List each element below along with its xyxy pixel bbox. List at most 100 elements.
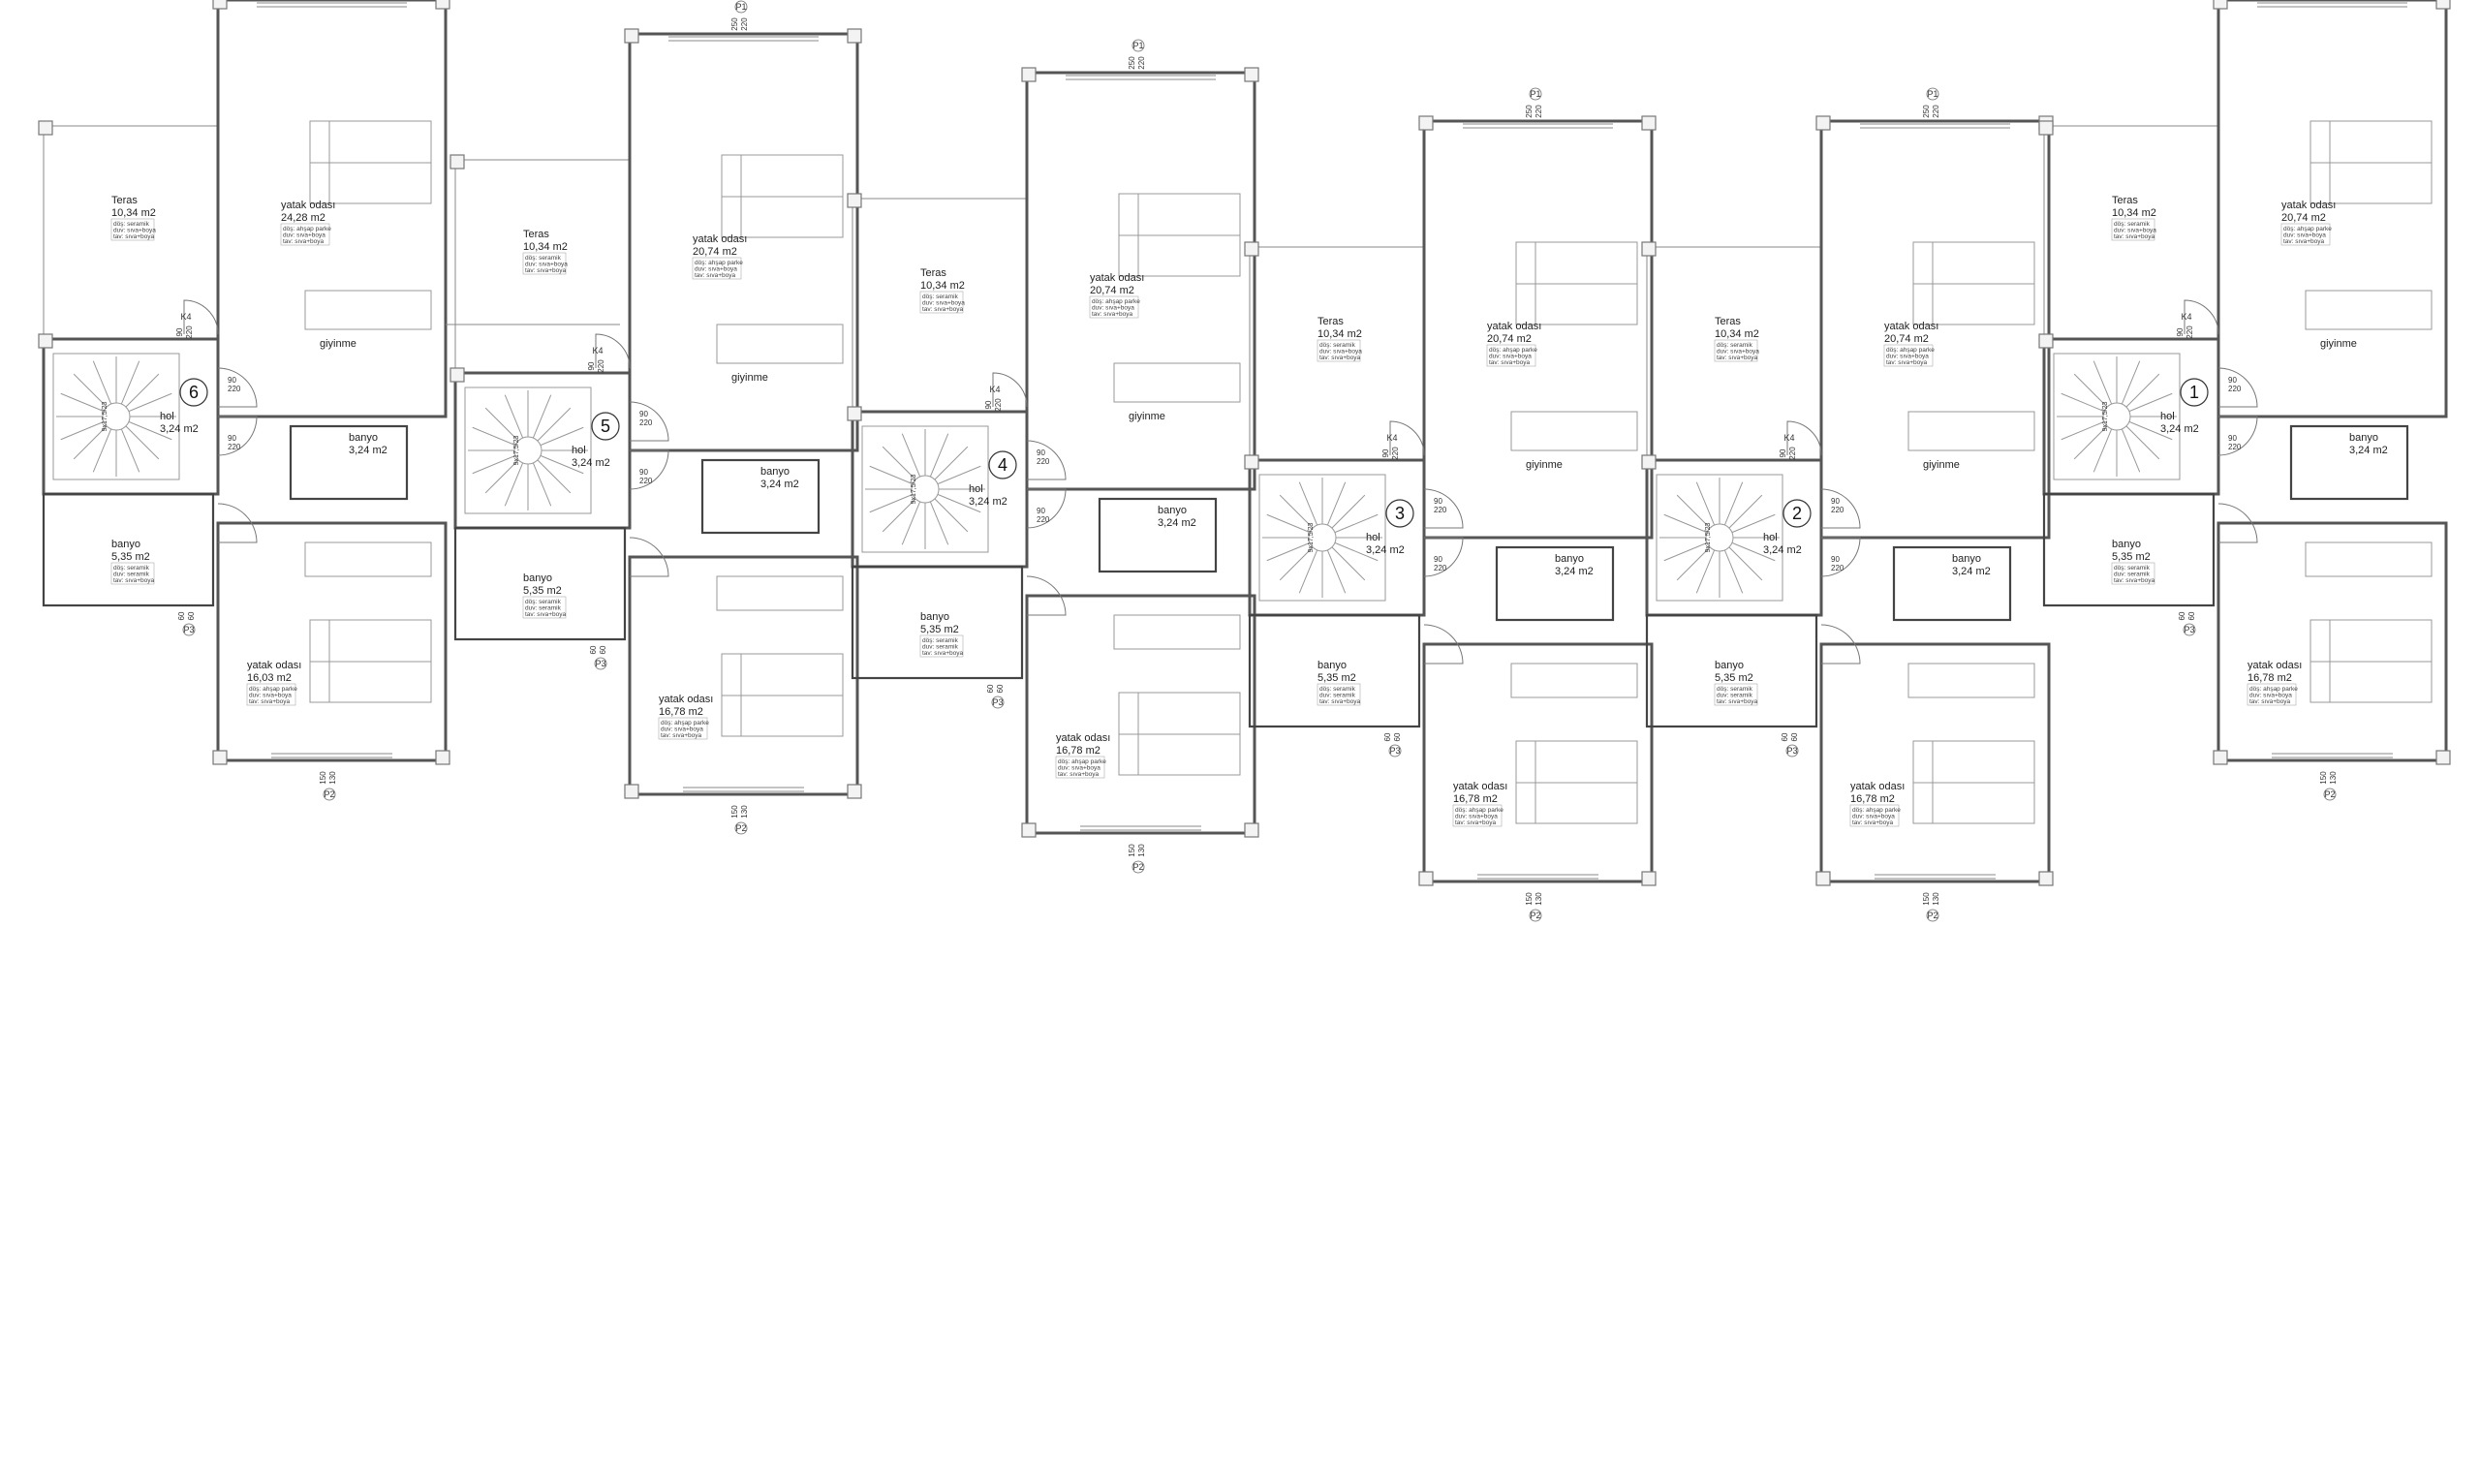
hol-area: 3,24 m2 bbox=[2160, 423, 2199, 435]
banyo-finish: duv: seramik bbox=[922, 644, 959, 651]
giyinme-label: giyinme bbox=[2320, 338, 2357, 350]
yatak-bottom-finish-box bbox=[2247, 683, 2297, 706]
teras-label: Teras bbox=[111, 195, 138, 206]
p3-dim-w: 60 bbox=[589, 645, 598, 654]
wardrobe-bottom bbox=[304, 541, 432, 577]
door2-dim-h: 220 bbox=[228, 443, 241, 451]
unit-number-circle bbox=[2180, 378, 2209, 407]
door-hol-top bbox=[217, 367, 258, 408]
giyinme-label: giyinme bbox=[1129, 411, 1165, 422]
p1-tag-circle bbox=[1529, 87, 1542, 101]
stair-tread bbox=[2073, 425, 2108, 460]
yatak-bottom-wall bbox=[628, 555, 859, 796]
yatak-bottom-wall bbox=[216, 521, 448, 762]
column bbox=[1244, 454, 1259, 470]
p3-tag-circle bbox=[2183, 623, 2196, 636]
teras-finish-box bbox=[1317, 339, 1361, 362]
stair-tread bbox=[1731, 513, 1776, 534]
yatak-top-label: yatak odası bbox=[693, 233, 747, 245]
column bbox=[450, 367, 465, 383]
teras-finish: tav: sıva+boya bbox=[113, 233, 154, 240]
p2-dim-h: 130 bbox=[2329, 771, 2338, 785]
stair-tread bbox=[125, 373, 160, 408]
stair-tread bbox=[2128, 392, 2173, 413]
yatak-bottom-finish: duv: sıva+boya bbox=[2249, 693, 2292, 699]
stair-tread bbox=[869, 465, 914, 485]
yatak-top-finish-box bbox=[1486, 344, 1536, 367]
k4-dim-h: 220 bbox=[994, 398, 1003, 412]
door2-dim-h: 220 bbox=[639, 477, 653, 485]
k4-dim-h: 220 bbox=[2186, 325, 2194, 339]
column bbox=[1815, 115, 1831, 131]
stair-label: 9x17,5/23 bbox=[102, 402, 108, 432]
p1-dim-h: 220 bbox=[740, 17, 749, 31]
banyo-large-label: banyo bbox=[523, 572, 552, 584]
teras-area: 10,34 m2 bbox=[111, 207, 156, 219]
p2-dim-w: 150 bbox=[1922, 892, 1931, 906]
unit-number: 2 bbox=[1792, 504, 1802, 523]
yatak-bottom-finish: tav: sıva+boya bbox=[1852, 819, 1893, 826]
teras-finish: duv: sıva+boya bbox=[2114, 228, 2156, 234]
column bbox=[2038, 333, 2054, 349]
hol-area: 3,24 m2 bbox=[160, 423, 199, 435]
banyo-small-label: banyo bbox=[1952, 553, 1981, 565]
wardrobe-bottom bbox=[716, 575, 844, 611]
k4-dim-w: 90 bbox=[175, 327, 184, 336]
yatak-top-wall bbox=[216, 0, 448, 418]
teras-finish: tav: sıva+boya bbox=[1319, 355, 1360, 361]
hol-area: 3,24 m2 bbox=[1366, 544, 1405, 556]
teras-label: Teras bbox=[920, 267, 946, 279]
stair-tread bbox=[504, 462, 524, 507]
banyo-large-area: 5,35 m2 bbox=[920, 624, 959, 635]
stair-tread bbox=[537, 407, 572, 442]
stair-tread bbox=[2092, 360, 2113, 405]
stair-tread bbox=[1298, 549, 1318, 594]
yatak-top-area: 20,74 m2 bbox=[1884, 333, 1929, 345]
yatak-top-finish-box bbox=[2280, 223, 2331, 246]
banyo-finish: döş: seramik bbox=[922, 637, 959, 644]
door-hol-mid bbox=[1026, 488, 1067, 529]
p3-tag: P3 bbox=[1786, 746, 1797, 756]
column bbox=[212, 0, 228, 10]
stair-tread bbox=[532, 394, 552, 439]
yatak-bottom-finish-box bbox=[1055, 756, 1105, 779]
teras-area: 10,34 m2 bbox=[2112, 207, 2156, 219]
yatak-top-wall bbox=[628, 32, 859, 452]
banyo-finish-box bbox=[110, 562, 155, 585]
door-dim-h: 220 bbox=[1831, 506, 1844, 514]
stair-outline bbox=[2053, 353, 2181, 480]
stair-tread bbox=[2073, 373, 2108, 408]
k4-dim-w: 90 bbox=[587, 361, 596, 370]
k4-dim-h: 220 bbox=[1391, 447, 1400, 460]
p2-tag-circle bbox=[1529, 909, 1542, 922]
yatak-bottom-wall bbox=[2216, 521, 2448, 762]
p1-tag-circle bbox=[734, 0, 748, 14]
door-hol-top bbox=[1026, 440, 1067, 480]
banyo-finish: döş: seramik bbox=[525, 599, 562, 605]
column bbox=[2213, 0, 2228, 10]
stair-tread bbox=[1695, 549, 1716, 594]
banyo-small-wall bbox=[1098, 497, 1218, 573]
yatak-top-wall bbox=[1025, 71, 1256, 491]
yatak-top-label: yatak odası bbox=[281, 200, 335, 211]
yatak-bottom-finish: duv: sıva+boya bbox=[1058, 765, 1100, 772]
door-dim-w: 90 bbox=[639, 410, 648, 418]
p3-dim-w: 60 bbox=[986, 684, 995, 693]
banyo-finish: tav: sıva+boya bbox=[113, 577, 154, 584]
column bbox=[847, 406, 862, 421]
teras-finish-box bbox=[2111, 218, 2155, 241]
unit-number-circle bbox=[988, 450, 1017, 479]
p2-tag-circle bbox=[2323, 788, 2337, 801]
yatak-top-finish: tav: sıva+boya bbox=[283, 238, 324, 245]
yatak-top-finish-box bbox=[1089, 295, 1139, 319]
banyo-finish: tav: sıva+boya bbox=[1319, 698, 1360, 705]
column bbox=[2213, 750, 2228, 765]
yatak-top-finish: döş: ahşap parke bbox=[1092, 298, 1140, 305]
yatak-bottom-finish: duv: sıva+boya bbox=[661, 727, 703, 733]
stair-tread bbox=[2061, 392, 2105, 413]
stair-tread bbox=[929, 433, 949, 478]
stair-tread bbox=[934, 446, 969, 480]
stair-tread bbox=[484, 407, 519, 442]
door-hol-mid bbox=[2217, 416, 2258, 456]
p3-tag-circle bbox=[1388, 744, 1402, 757]
